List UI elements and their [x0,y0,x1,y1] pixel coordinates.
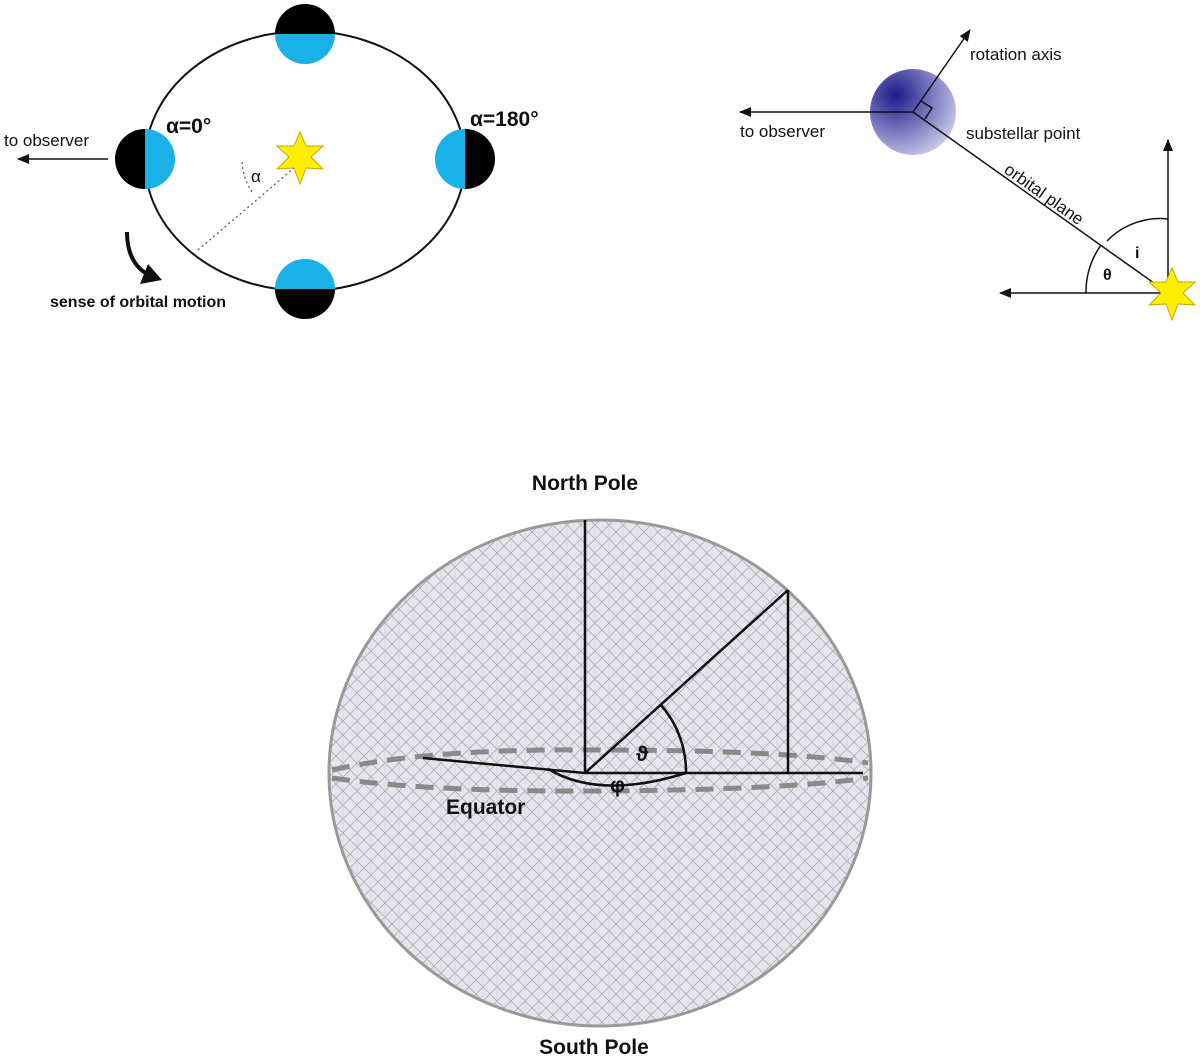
equator-dashed-lower [331,775,869,794]
motion-label: sense of orbital motion [50,294,226,311]
curved-arrow-icon [125,231,149,276]
theta-label: θ [1103,267,1112,284]
planet-left-day [145,129,175,189]
star-icon [1147,266,1197,322]
planet-left-night [115,129,145,189]
phi-arc [547,767,687,787]
orbit-observer-label: to observer [4,131,89,150]
phase-angle-label: α [251,167,261,186]
inclination-label: i [1135,245,1139,262]
planet-bottom-night [275,289,335,319]
equator-label: Equator [446,796,525,819]
rotation-axis-arrow [912,29,971,113]
longitude-line [422,756,586,775]
phi-label: φ [610,774,625,797]
radius-line [584,589,789,774]
planet-right [435,129,495,189]
curved-arrow-head [140,264,162,284]
planet-top-night [275,4,335,34]
sphere-panel: North Pole South Pole ϑ φ Equator [327,472,873,1059]
theta-arc [659,703,688,774]
phase-label-0: α=0° [166,115,211,138]
geometry-panel: to observer rotation axis substellar poi… [739,29,1197,322]
star-icon [275,130,325,186]
orbital-plane-label: orbital plane [1001,160,1088,229]
phase-angle-arc [241,161,253,193]
geometry-observer-label: to observer [740,122,825,141]
planet-top-day [275,34,335,64]
orbital-plane-line [912,111,1169,294]
south-pole-label: South Pole [539,1036,649,1059]
substellar-point-label: substellar point [966,124,1081,143]
right-angle-marker [920,100,934,120]
planet-right-night [465,129,495,189]
planet-bottom-day [275,259,335,289]
theta-arc [1085,244,1102,294]
planet-right-day [435,129,465,189]
planet-top [275,4,335,64]
phase-label-180: α=180° [470,108,539,131]
inclination-arc [1106,217,1169,242]
phase-reference-line [197,167,295,251]
planet-left [115,129,175,189]
equator-dashed-upper [331,747,869,773]
north-pole-label: North Pole [532,472,638,495]
planet-bottom [275,259,335,319]
theta-label: ϑ [636,743,649,766]
rotation-axis-label: rotation axis [970,45,1062,64]
orbit-panel: α to observer α=0° α=180° sense of orbit… [4,4,539,319]
